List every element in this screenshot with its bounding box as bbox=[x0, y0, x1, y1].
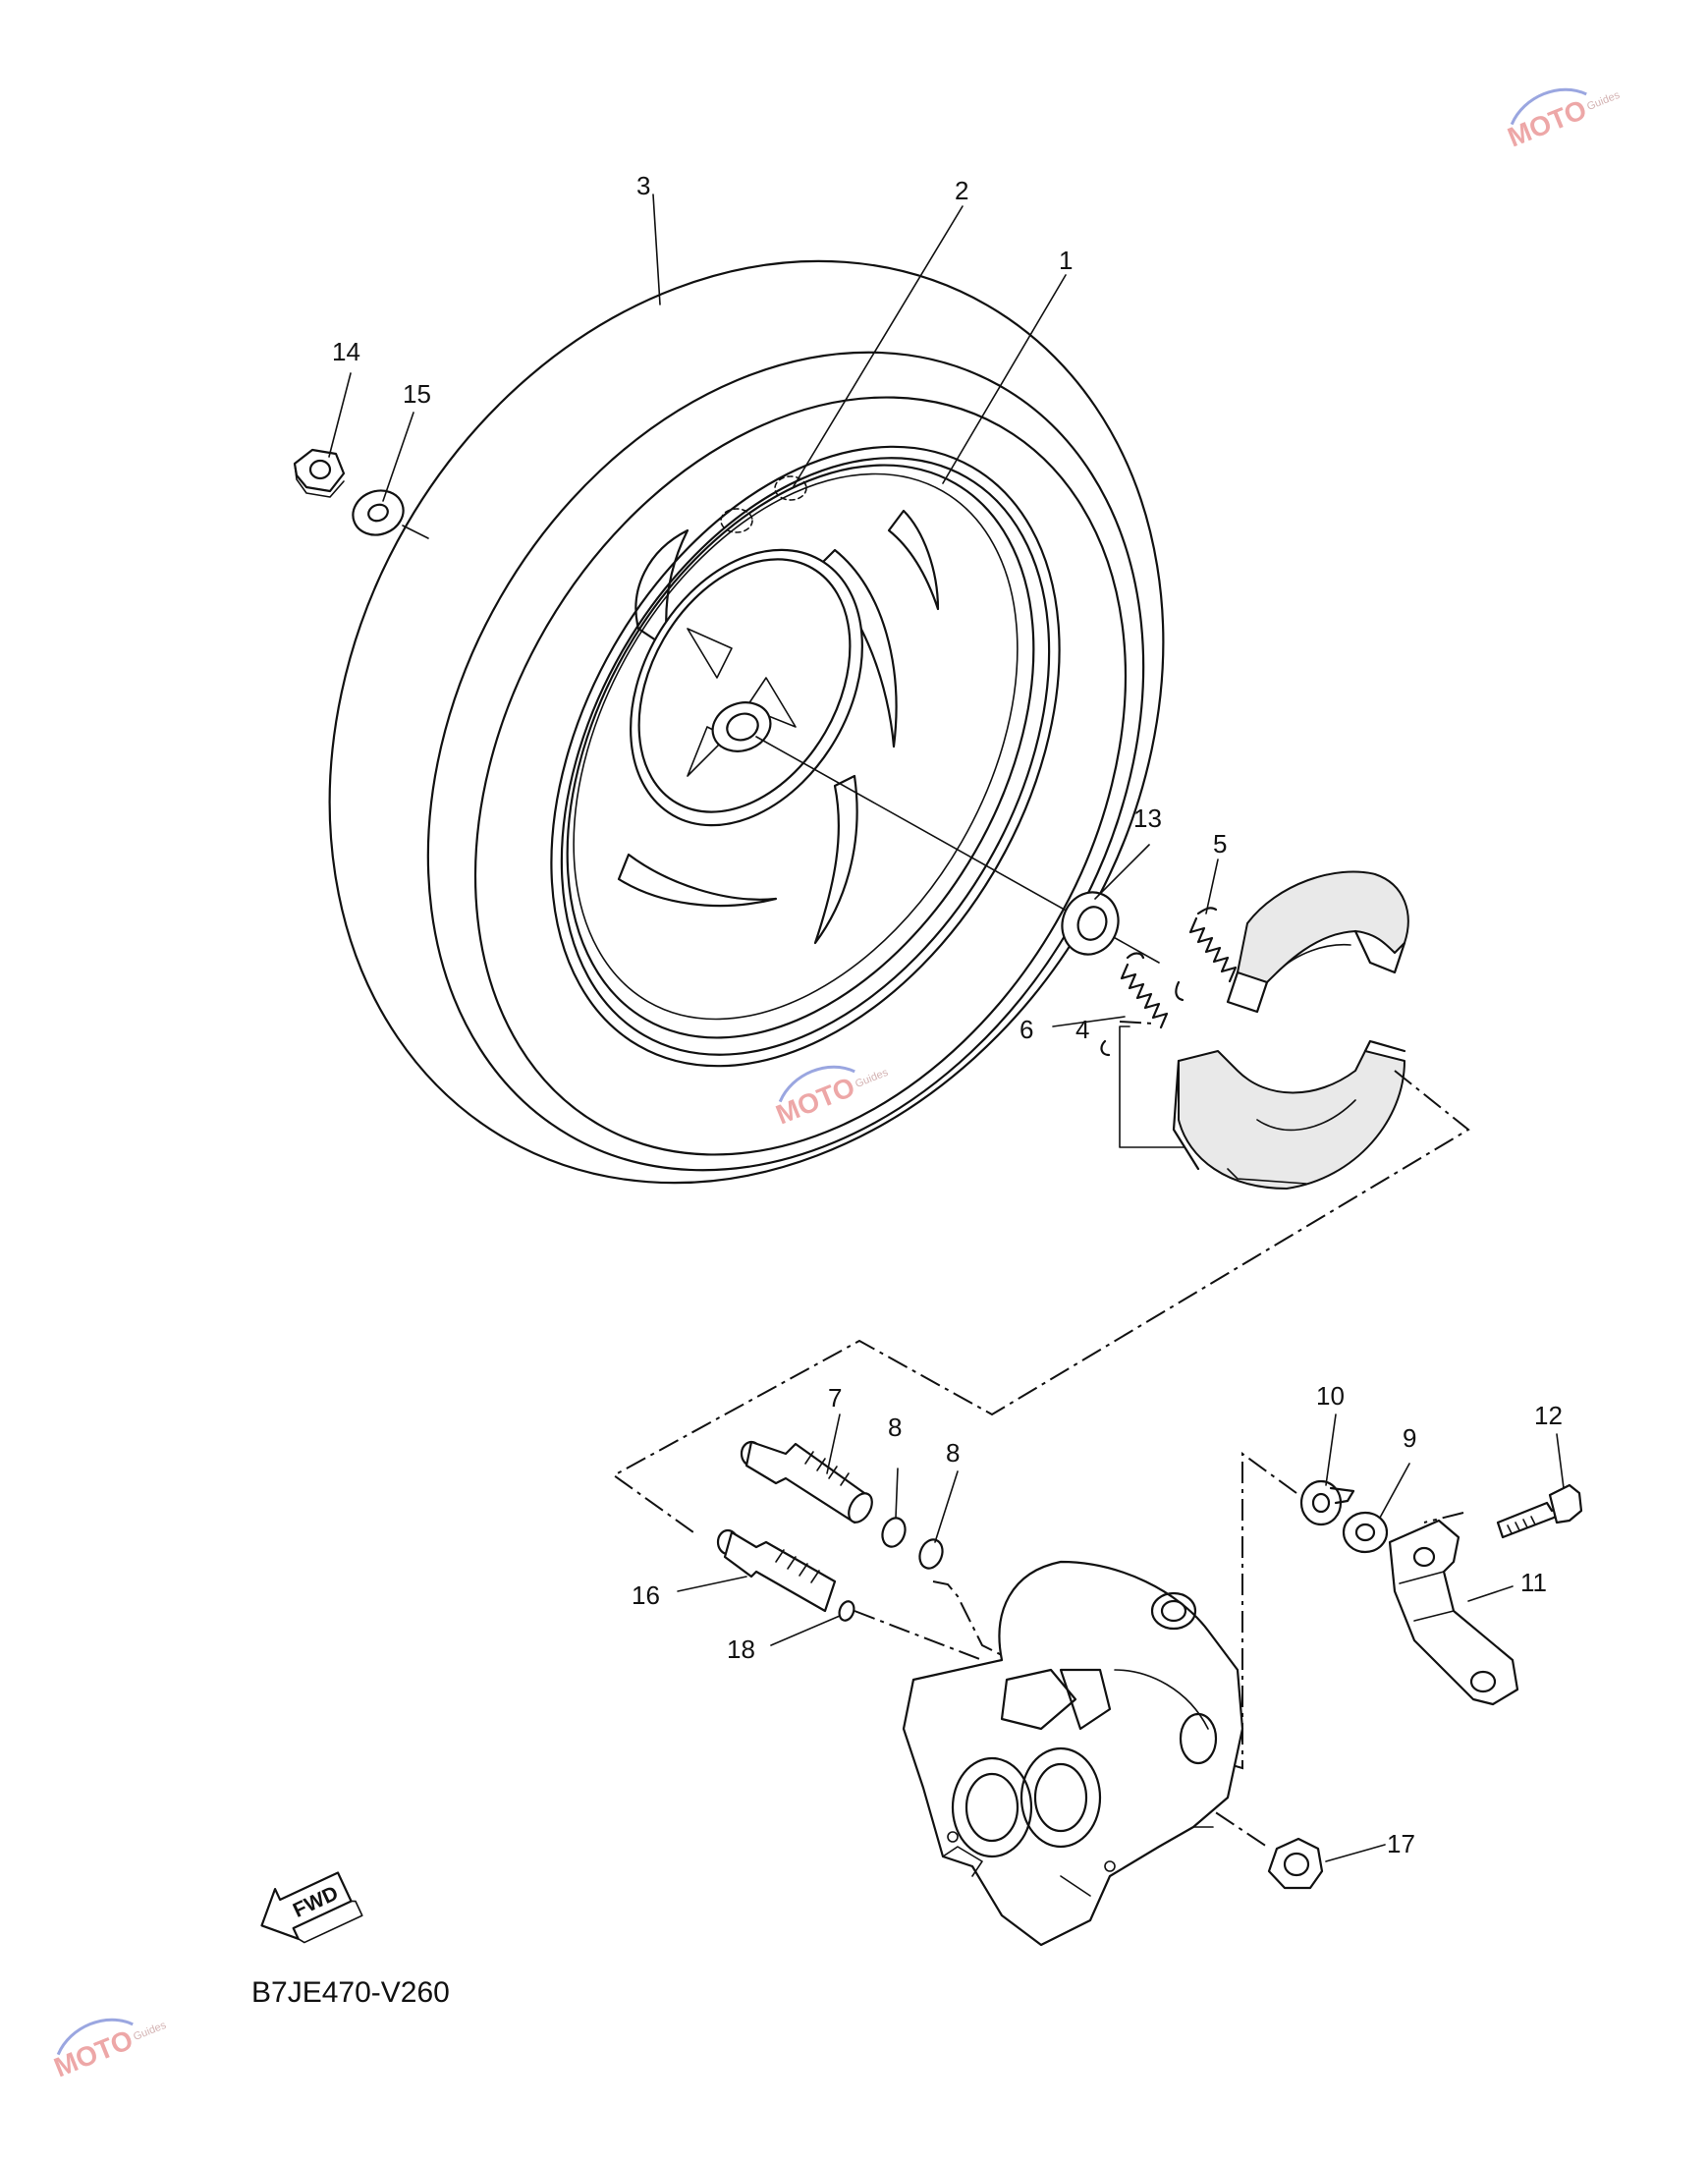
svg-text:MOTO: MOTO bbox=[50, 2024, 138, 2083]
fwd-arrow-icon: FWD bbox=[260, 1871, 363, 1944]
brake-spring-upper bbox=[1175, 907, 1238, 1002]
mount-line-bolt bbox=[1423, 1512, 1464, 1524]
rim-spoke-3 bbox=[617, 853, 778, 908]
callout-18: 18 bbox=[727, 1635, 755, 1664]
callout-12: 12 bbox=[1534, 1401, 1563, 1430]
lever-washer bbox=[1342, 1511, 1389, 1554]
brake-shoe-lower bbox=[1172, 1039, 1406, 1190]
mount-line-camshaft bbox=[932, 1580, 1003, 1656]
svg-text:MOTO: MOTO bbox=[1504, 94, 1591, 153]
svg-text:Guides: Guides bbox=[132, 2020, 168, 2043]
callout-15: 15 bbox=[403, 379, 431, 409]
callout-8b: 8 bbox=[946, 1438, 960, 1468]
mount-line-shoes bbox=[612, 1021, 1470, 1533]
indicator-plate bbox=[1299, 1479, 1355, 1526]
nut-to-wheel-line bbox=[402, 525, 429, 539]
mount-line-pin bbox=[854, 1610, 983, 1661]
callout-5: 5 bbox=[1213, 829, 1227, 859]
rim-lip-2 bbox=[566, 464, 1035, 1039]
rear-wheel bbox=[328, 259, 1165, 1185]
callout-1: 1 bbox=[1059, 246, 1073, 275]
brake-camshaft bbox=[740, 1440, 873, 1524]
callout-17: 17 bbox=[1387, 1829, 1415, 1858]
leader-lines bbox=[328, 194, 1565, 1862]
rim-outer bbox=[550, 445, 1061, 1068]
brake-cam-lever bbox=[1388, 1519, 1519, 1706]
callout-11: 11 bbox=[1520, 1568, 1547, 1597]
axle-nut bbox=[293, 448, 346, 498]
rim-spoke-5 bbox=[887, 509, 940, 611]
axle-bore-outer bbox=[711, 701, 772, 752]
callout-2: 2 bbox=[955, 176, 968, 205]
brake-shoe-upper bbox=[1226, 870, 1409, 1014]
brake-panel bbox=[902, 1560, 1244, 1947]
hub-vane-2 bbox=[745, 677, 797, 728]
callout-4: 4 bbox=[1075, 1015, 1089, 1044]
callout-10: 10 bbox=[1316, 1381, 1345, 1411]
callout-14: 14 bbox=[332, 337, 360, 366]
axle-washer bbox=[352, 489, 405, 536]
callout-7: 7 bbox=[828, 1383, 842, 1413]
callout-9: 9 bbox=[1403, 1423, 1416, 1453]
callout-8a: 8 bbox=[888, 1413, 902, 1442]
diagram-code: B7JE470-V260 bbox=[251, 1976, 450, 2009]
hub-vane-1 bbox=[687, 628, 733, 679]
brake-spring-lower bbox=[1100, 952, 1169, 1057]
callout-labels: 1 2 3 4 5 6 7 8 8 9 10 11 12 13 14 15 16… bbox=[332, 171, 1563, 1858]
callout-16: 16 bbox=[632, 1580, 660, 1610]
axle-bore-inner bbox=[726, 712, 759, 742]
o-ring-2 bbox=[918, 1538, 944, 1570]
watermark-logo-bottom: MOTO Guides bbox=[50, 2018, 168, 2083]
lever-bolt bbox=[1496, 1483, 1583, 1539]
callout-3: 3 bbox=[636, 171, 650, 200]
tire-inner-2 bbox=[473, 396, 1128, 1156]
rim-lip-3 bbox=[573, 472, 1019, 1021]
rim-lip-1 bbox=[560, 457, 1051, 1056]
balance-weight-1 bbox=[720, 508, 753, 533]
watermark-logo-top: MOTO Guides bbox=[1504, 87, 1622, 153]
balance-weight-2 bbox=[774, 475, 807, 501]
panel-nut bbox=[1267, 1837, 1324, 1890]
anchor-pin bbox=[716, 1528, 837, 1613]
rim-spoke-2 bbox=[813, 774, 858, 945]
svg-text:Guides: Guides bbox=[1585, 89, 1622, 113]
pin-clip bbox=[838, 1600, 855, 1622]
callout-6: 6 bbox=[1019, 1015, 1033, 1044]
callout-13: 13 bbox=[1133, 803, 1162, 833]
hub-outer bbox=[630, 548, 863, 827]
hub-ring bbox=[637, 558, 852, 813]
callout-bracket-4 bbox=[1119, 1025, 1185, 1148]
o-ring-1 bbox=[881, 1517, 907, 1548]
